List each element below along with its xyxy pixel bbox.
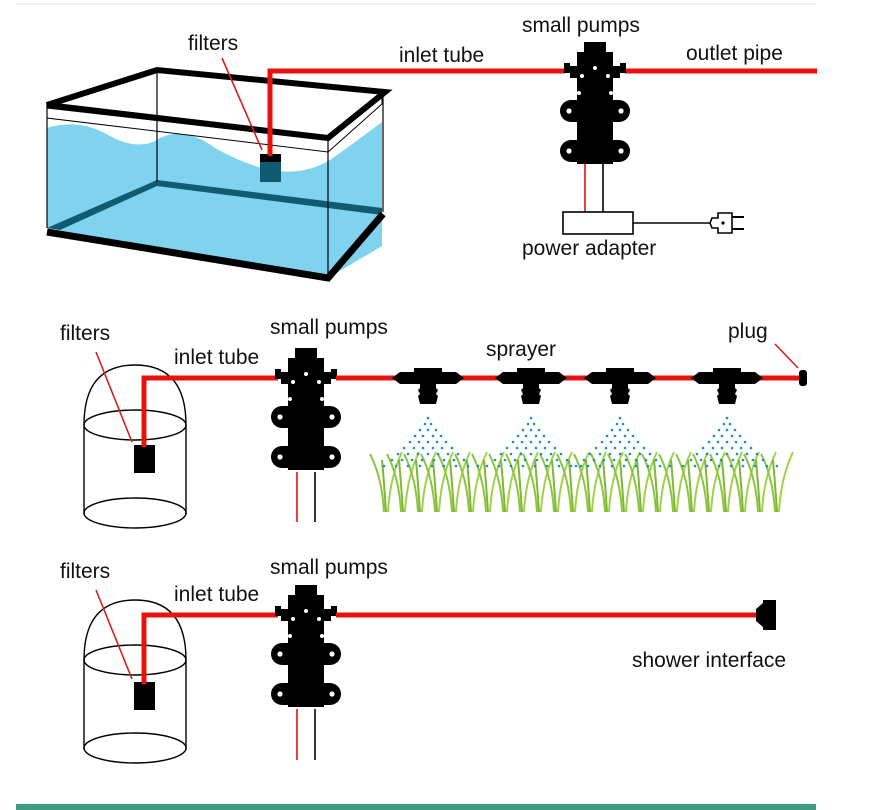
inlet-tube	[141, 612, 278, 684]
inlet-tube-label: inlet tube	[174, 346, 259, 369]
shower-interface-fitting	[756, 600, 776, 630]
top-divider	[16, 3, 816, 5]
end-plug	[799, 370, 807, 386]
shower-interface-label: shower interface	[632, 649, 786, 672]
bucket	[83, 599, 187, 764]
filter-block	[134, 682, 155, 710]
filter-block	[134, 445, 155, 473]
sprayer-heads	[382, 368, 779, 468]
plug-icon	[709, 212, 744, 234]
shower-panel: filters inlet tube small pumps shower in…	[60, 556, 786, 764]
aquarium-tank	[46, 66, 393, 282]
plug-label: plug	[728, 320, 768, 343]
filter-pointer	[95, 351, 133, 443]
filters-label: filters	[60, 322, 110, 345]
spray-pattern	[574, 416, 672, 468]
pump	[560, 42, 630, 164]
plug-pointer	[774, 343, 799, 369]
aquarium-panel: filters inlet tube small pumps outlet pi…	[46, 14, 817, 282]
outlet-pipe-label: outlet pipe	[686, 42, 783, 65]
spray-pattern	[382, 416, 480, 468]
sprayer-panel: filters inlet tube small pumps sprayer p…	[60, 316, 807, 529]
pump	[271, 585, 341, 707]
filters-label: filters	[188, 32, 238, 55]
small-pumps-label: small pumps	[270, 316, 388, 339]
sprayer-tee	[691, 368, 763, 404]
inlet-tube-label: inlet tube	[399, 44, 484, 67]
sprayer-tee	[392, 368, 464, 404]
filter-pointer	[95, 589, 133, 680]
filters-label: filters	[60, 560, 110, 583]
small-pumps-label: small pumps	[522, 14, 640, 37]
power-adapter-label: power adapter	[522, 237, 656, 260]
inlet-tube	[141, 375, 278, 447]
sprayer-tee	[495, 368, 567, 404]
small-pumps-label: small pumps	[270, 556, 388, 579]
pump	[271, 348, 341, 470]
filter-pointer	[221, 57, 263, 151]
inlet-tube	[267, 68, 565, 156]
footer-bar	[16, 804, 816, 810]
inlet-tube-label: inlet tube	[174, 583, 259, 606]
power-adapter	[562, 211, 634, 235]
sprayer-label: sprayer	[486, 338, 556, 361]
sprayer-tee	[584, 368, 656, 404]
